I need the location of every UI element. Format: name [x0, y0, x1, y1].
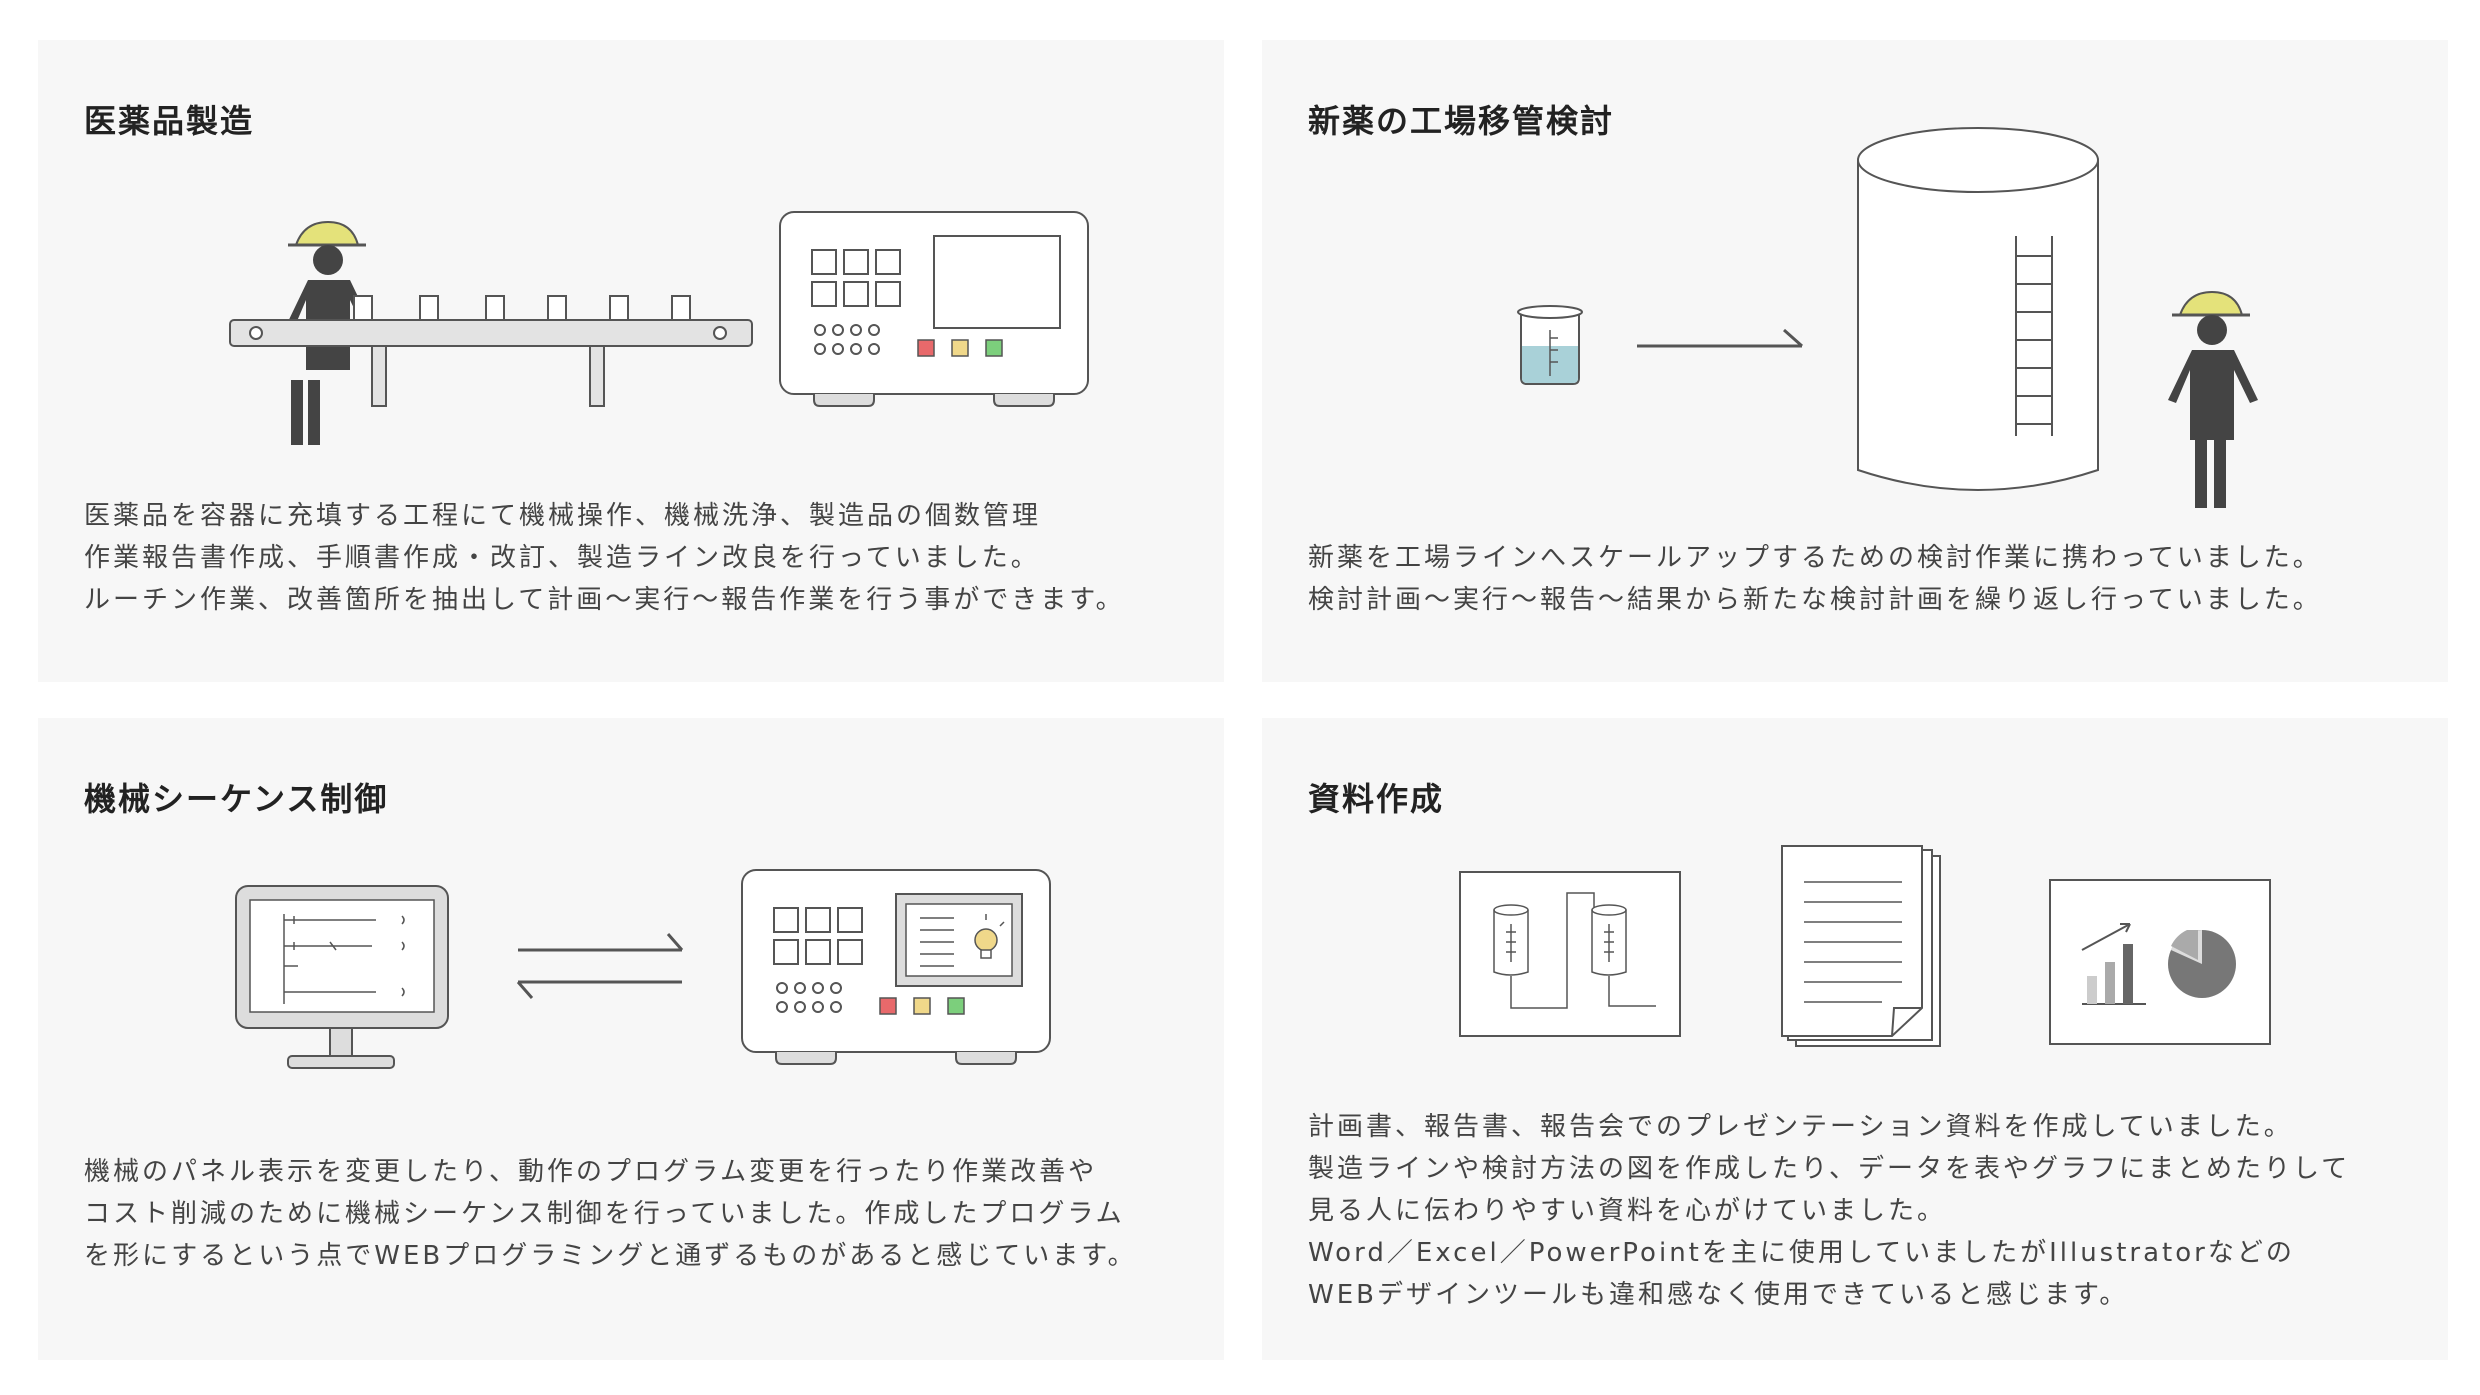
description-line: を形にするという点でWEBプログラミングと通ずるものがあると感じています。: [84, 1241, 1137, 1271]
lightbulb-icon: [974, 914, 1005, 959]
card-pharma-manufacturing: 医薬品製造: [38, 40, 1224, 682]
machine-icon: [779, 211, 1089, 407]
scale-up-tank-illustration: [1517, 127, 2258, 508]
container-icons: [353, 295, 691, 321]
description-line: WEBデザインツールも違和感なく使用できていると感じます。: [1308, 1280, 2129, 1310]
card-title: 機械シーケンス制御: [84, 780, 389, 818]
description-line: Word／Excel／PowerPointを主に使用していましたがIllustr…: [1308, 1238, 2295, 1268]
card-new-drug-transfer: 新薬の工場移管検討: [1262, 40, 2448, 682]
card-sequence-control: 機械シーケンス制御: [38, 718, 1224, 1360]
card-description: 新薬を工場ラインへスケールアップするための検討作業に携わっていました。 検討計画…: [1308, 537, 2322, 621]
worker-icon: [2168, 290, 2258, 508]
description-line: 機械のパネル表示を変更したり、動作のプログラム変更を行ったり作業改善や: [84, 1157, 1098, 1187]
documents-illustration: [1459, 845, 2271, 1047]
conveyor-belt-icon: [229, 319, 753, 407]
card-title: 資料作成: [1308, 780, 1445, 818]
card-title: 医薬品製造: [84, 102, 255, 140]
card-title: 新薬の工場移管検討: [1308, 102, 1615, 140]
description-line: 計画書、報告書、報告会でのプレゼンテーション資料を作成していました。: [1308, 1112, 2293, 1142]
description-line: ルーチン作業、改善箇所を抽出して計画〜実行〜報告作業を行う事ができます。: [84, 585, 1125, 615]
card-description: 機械のパネル表示を変更したり、動作のプログラム変更を行ったり作業改善や コスト削…: [84, 1151, 1137, 1277]
monitor-icon: [235, 885, 449, 1069]
description-line: 新薬を工場ラインへスケールアップするための検討作業に携わっていました。: [1308, 543, 2322, 573]
machine-icon: [741, 869, 1051, 1065]
description-line: コスト削減のために機械シーケンス制御を行っていました。作成したプログラム: [84, 1199, 1125, 1229]
exchange-arrows-icon: [516, 933, 684, 999]
card-description: 医薬品を容器に充填する工程にて機械操作、機械洗浄、製造品の個数管理 作業報告書作…: [84, 495, 1125, 621]
description-line: 作業報告書作成、手順書作成・改訂、製造ライン改良を行っていました。: [84, 543, 1040, 573]
sequence-control-illustration: [235, 869, 1051, 1069]
tank-icon: [1857, 127, 2099, 491]
arrow-right-icon: [1637, 328, 1803, 348]
conveyor-machine-illustration: [229, 211, 1089, 445]
description-line: 検討計画〜実行〜報告〜結果から新たな検討計画を繰り返し行っていました。: [1308, 585, 2322, 615]
chart-document-icon: [2049, 879, 2271, 1045]
document-stack-icon: [1781, 845, 1941, 1047]
card-document-creation: 資料作成: [1262, 718, 2448, 1360]
description-line: 見る人に伝わりやすい資料を心がけていました。: [1308, 1196, 1947, 1226]
process-diagram-icon: [1459, 871, 1681, 1037]
description-line: 製造ラインや検討方法の図を作成したり、データを表やグラフにまとめたりして: [1308, 1154, 2351, 1184]
card-description: 計画書、報告書、報告会でのプレゼンテーション資料を作成していました。 製造ライン…: [1308, 1106, 2350, 1316]
beaker-icon: [1517, 305, 1583, 385]
description-line: 医薬品を容器に充填する工程にて機械操作、機械洗浄、製造品の個数管理: [84, 501, 1042, 531]
